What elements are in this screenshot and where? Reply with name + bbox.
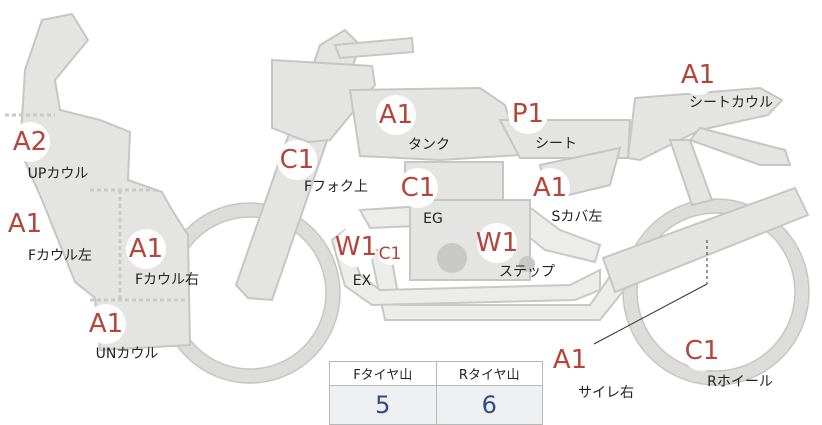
up-cowl-grade: A2 [13, 127, 47, 157]
un-cowl-label: UNカウル [96, 346, 159, 362]
silencer-right-label: サイレ右 [578, 385, 634, 401]
up-cowl-label: UPカウル [28, 166, 89, 182]
f-fork-upper-grade: C1 [280, 145, 315, 175]
badges [5, 55, 722, 380]
f-cowl-left-label: Fカウル左 [28, 248, 92, 264]
seat-label: シート [535, 136, 577, 152]
tire-table-value-row: 5 6 [329, 385, 543, 425]
seat-grade: P1 [512, 99, 544, 129]
front-tire-value: 5 [329, 385, 437, 425]
cowl-seams [5, 113, 188, 302]
tail-stay [688, 126, 792, 166]
silencer-leader [593, 283, 708, 345]
s-cover-left-label: Sカバ左 [552, 209, 603, 225]
tank-label: タンク [408, 137, 450, 153]
tire-tread-table: Fタイヤ山 Rタイヤ山 5 6 [329, 361, 543, 425]
handlebar [333, 36, 415, 60]
seat-cowl-label: シートカウル [689, 95, 773, 111]
f-cowl-right-grade: A1 [129, 234, 163, 264]
rear-shock [668, 139, 714, 207]
rear-tire-value: 6 [435, 385, 543, 425]
seat-cowl-grade: A1 [681, 60, 715, 90]
tank-grade: A1 [379, 100, 413, 130]
r-wheel-grade: C1 [685, 336, 720, 366]
f-cowl-left-grade: A1 [8, 209, 42, 239]
f-cowl-right-label: Fカウル右 [135, 272, 199, 288]
step-grade: W1 [476, 228, 518, 258]
engine-grade: C1 [401, 173, 436, 203]
silencer-shape [601, 186, 810, 294]
step-label: ステップ [499, 264, 555, 280]
front-frame-body [271, 58, 377, 144]
f-fork-upper-label: Fフォク上 [304, 179, 368, 195]
front-tire-header: Fタイヤ山 [329, 361, 437, 386]
exhaust-grade: W1 [335, 232, 377, 262]
seat-cowl-shape [626, 86, 784, 162]
silencer-right-grade: A1 [553, 345, 587, 375]
exhaust-pipe [330, 228, 601, 307]
engine-label: EG [423, 211, 443, 227]
rear-tire-header: Rタイヤ山 [435, 361, 543, 386]
exhaust-grade-secondary: C1 [379, 244, 402, 264]
un-cowl-grade: A1 [89, 309, 123, 339]
tire-table-header-row: Fタイヤ山 Rタイヤ山 [329, 361, 543, 386]
s-cover-left-grade: A1 [533, 173, 567, 203]
exhaust-label: EX [353, 273, 372, 289]
r-wheel-label: Rホイール [707, 374, 773, 390]
